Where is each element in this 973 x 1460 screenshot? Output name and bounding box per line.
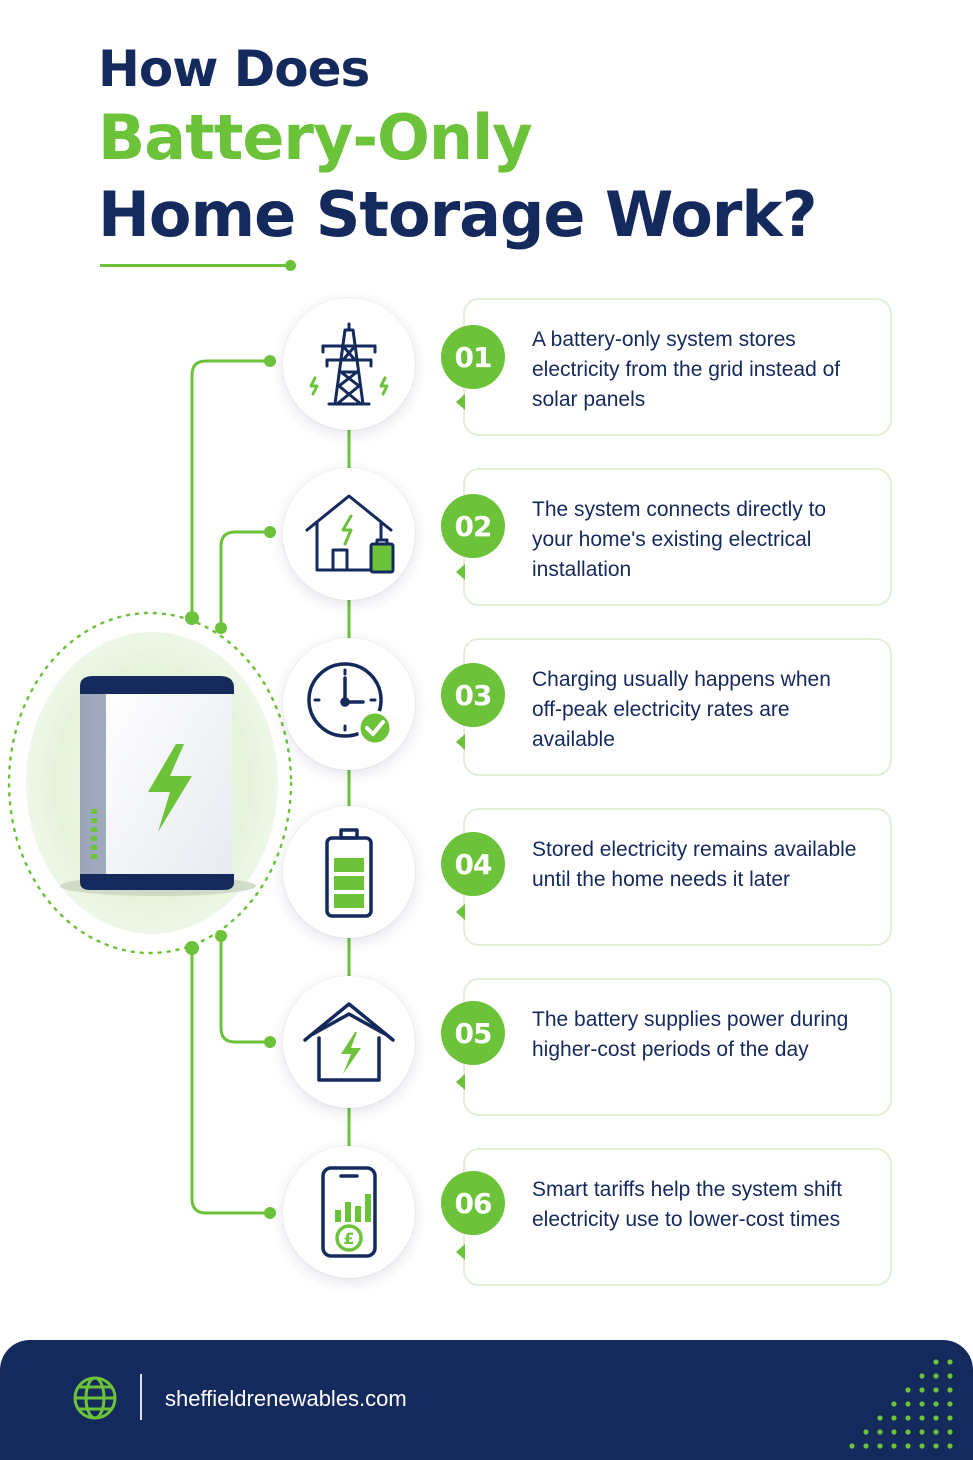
house-battery-icon [305,494,395,574]
decor-dot [947,1373,953,1379]
decor-dot [933,1359,939,1365]
title-line-2: Battery-Only [98,101,533,174]
footer: sheffieldrenewables.com [0,1340,973,1460]
decor-dot [947,1415,953,1421]
step-2-number: 02 [441,494,505,558]
step-2-text: The system connects directly to your hom… [532,498,827,581]
step-3-card: Charging usually happens when off-peak e… [456,638,892,776]
decor-dot [863,1429,869,1435]
footer-divider [140,1374,142,1420]
decor-dot [919,1387,925,1393]
step-5-icon-circle [283,976,415,1108]
decor-dot [919,1415,925,1421]
step-1-number: 01 [441,325,505,389]
smartphone-tariff-icon: £ [321,1166,377,1258]
step-6-notch [456,1244,465,1260]
title-underline-dot [285,260,296,271]
power-pylon-icon [309,322,389,406]
step-3-icon-circle [283,638,415,770]
title-line-1: How Does [98,40,370,98]
step-6-text: Smart tariffs help the system shift elec… [532,1178,843,1231]
decor-dot [933,1443,939,1449]
decor-dot [919,1401,925,1407]
decor-dot [877,1429,883,1435]
home-battery-unit-icon [60,676,256,896]
step-3-text: Charging usually happens when off-peak e… [532,668,831,751]
step-1-icon-circle [283,298,415,430]
decor-dot [919,1373,925,1379]
decorative-dot-grid [849,1359,953,1449]
page-title: How Does Battery-Only Home Storage Work? [98,38,818,254]
decor-dot [891,1401,897,1407]
decor-dot [947,1359,953,1365]
step-3-notch [456,734,465,750]
decor-dot [933,1401,939,1407]
step-4-card: Stored electricity remains available unt… [456,808,892,946]
decor-dot [891,1429,897,1435]
decor-dot [933,1415,939,1421]
step-5-text: The battery supplies power during higher… [532,1008,849,1061]
decor-dot [933,1429,939,1435]
decor-dot [877,1443,883,1449]
decor-dot [933,1373,939,1379]
decor-dot [905,1429,911,1435]
step-4-text: Stored electricity remains available unt… [532,838,857,891]
globe-icon [73,1376,117,1420]
decor-dot [905,1401,911,1407]
decor-dot [891,1443,897,1449]
decor-dot [905,1443,911,1449]
decor-dot [849,1443,855,1449]
step-6-icon-circle: £ [283,1146,415,1278]
step-5-card: The battery supplies power during higher… [456,978,892,1116]
step-3-number: 03 [441,663,505,727]
svg-text:£: £ [343,1229,354,1248]
step-4-icon-circle [283,806,415,938]
decor-dot [919,1443,925,1449]
decor-dot [905,1387,911,1393]
title-line-3: Home Storage Work? [98,178,818,251]
decor-dot [905,1415,911,1421]
decor-dot [947,1429,953,1435]
step-2-notch [456,564,465,580]
step-6-number: 06 [441,1171,505,1235]
step-6-card: Smart tariffs help the system shift elec… [456,1148,892,1286]
house-lightning-icon [303,1002,395,1082]
step-5-notch [456,1074,465,1090]
step-4-notch [456,904,465,920]
clock-check-icon [307,662,393,746]
step-2-icon-circle [283,468,415,600]
step-1-notch [456,394,465,410]
website-link[interactable]: sheffieldrenewables.com [165,1386,407,1411]
decor-dot [947,1401,953,1407]
step-5-number: 05 [441,1001,505,1065]
decor-dot [919,1429,925,1435]
decor-dot [947,1443,953,1449]
step-1-card: A battery-only system stores electricity… [456,298,892,436]
decor-dot [877,1415,883,1421]
step-4-number: 04 [441,832,505,896]
step-2-card: The system connects directly to your hom… [456,468,892,606]
decor-dot [863,1443,869,1449]
decor-dot [947,1387,953,1393]
title-underline [100,264,290,267]
battery-level-icon [325,828,373,918]
decor-dot [891,1415,897,1421]
decor-dot [933,1387,939,1393]
step-1-text: A battery-only system stores electricity… [532,328,841,411]
